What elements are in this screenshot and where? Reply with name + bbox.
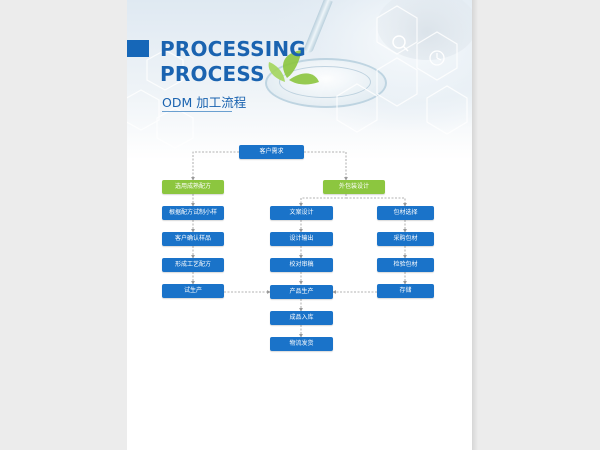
flow-right-head: 外包装设计 — [323, 180, 385, 194]
flow-center-step: 产品生产 — [270, 285, 333, 299]
flow-left-step: 形成工艺配方 — [162, 258, 224, 272]
brochure-page: PROCESSING PROCESS ODM 加工流程 — [127, 0, 472, 450]
flow-center-step: 物流发货 — [270, 337, 333, 351]
flow-center-step: 成品入库 — [270, 311, 333, 325]
page-edge-shadow — [472, 0, 478, 450]
page-title-line2: PROCESS — [160, 62, 265, 86]
flow-connectors — [191, 151, 407, 338]
hex-pattern — [127, 5, 468, 149]
flow-material-step: 包材选择 — [377, 206, 434, 220]
petri-dish-inner — [279, 66, 371, 98]
page-subtitle: ODM 加工流程 — [162, 95, 247, 110]
clock-icon — [429, 50, 445, 66]
flow-root: 客户需求 — [239, 145, 304, 159]
flow-design-step: 校对审稿 — [270, 258, 333, 272]
flow-design-step: 文案设计 — [270, 206, 333, 220]
title-accent-bar — [127, 40, 149, 57]
flow-left-head: 选用成熟配方 — [162, 180, 224, 194]
leaf-icon — [268, 50, 319, 85]
flow-design-step: 设计输出 — [270, 232, 333, 246]
glove-image — [377, 0, 472, 60]
flow-left-step: 试生产 — [162, 284, 224, 298]
flow-left-step: 客户确认样品 — [162, 232, 224, 246]
flow-left-step: 根据配方试制小样 — [162, 206, 224, 220]
flow-material-step: 采购包材 — [377, 232, 434, 246]
subtitle-underline — [162, 111, 232, 112]
flow-material-step: 检验包材 — [377, 258, 434, 272]
magnifier-icon — [392, 35, 409, 52]
flow-material-step: 存储 — [377, 284, 434, 298]
page-title-line1: PROCESSING — [160, 37, 306, 61]
